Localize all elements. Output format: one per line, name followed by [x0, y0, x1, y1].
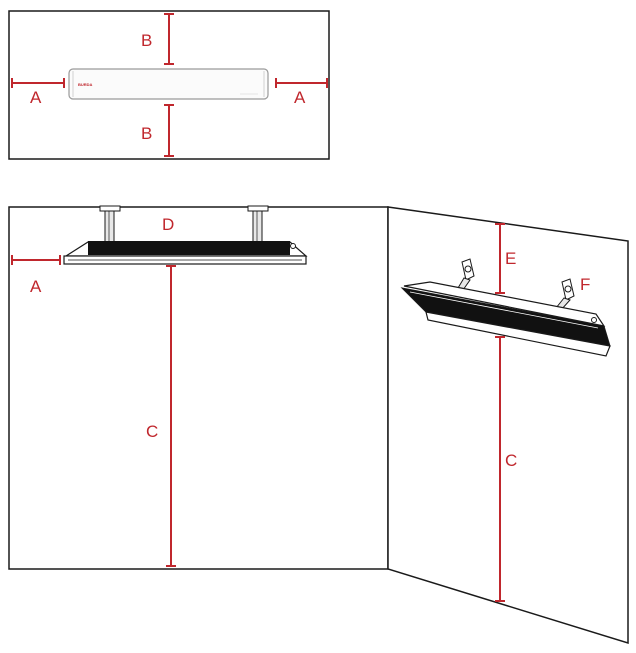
dimension-a-right	[275, 78, 328, 88]
dimension-label-b-top: B	[141, 31, 152, 50]
top-view-frame	[8, 10, 330, 160]
dimension-label-b-bottom: B	[141, 124, 152, 143]
dimension-label-a-left: A	[30, 88, 42, 107]
wall-bracket-left	[457, 258, 475, 291]
ceiling-wall-panel	[8, 206, 389, 570]
dimension-label-c-ceiling: C	[146, 422, 158, 441]
heater-badge: BURDA	[78, 82, 93, 87]
ceiling-bracket-left	[99, 205, 121, 246]
dimension-a-ceiling	[11, 255, 61, 265]
side-wall-panel	[387, 206, 629, 645]
wall-mount-view: E F C	[387, 206, 629, 645]
dimension-label-f: F	[580, 275, 590, 294]
dimension-a-left	[11, 78, 65, 88]
wall-heater	[400, 281, 611, 357]
top-view-heater: BURDA	[68, 68, 269, 100]
dimension-b-top	[164, 13, 174, 65]
ceiling-mount-view: D A C	[8, 205, 389, 570]
dimension-label-d: D	[162, 215, 174, 234]
ceiling-heater	[63, 241, 308, 265]
dimension-c-ceiling	[166, 265, 176, 567]
dimension-label-c-wall: C	[505, 451, 517, 470]
dimension-label-e: E	[505, 249, 516, 268]
dimension-c-wall	[495, 336, 505, 602]
dimension-label-a-ceiling: A	[30, 277, 42, 296]
dimension-label-a-right: A	[294, 88, 306, 107]
dimension-e	[495, 223, 505, 294]
dimension-b-bottom	[164, 104, 174, 157]
top-view-panel: BURDA B B A A	[8, 10, 330, 160]
